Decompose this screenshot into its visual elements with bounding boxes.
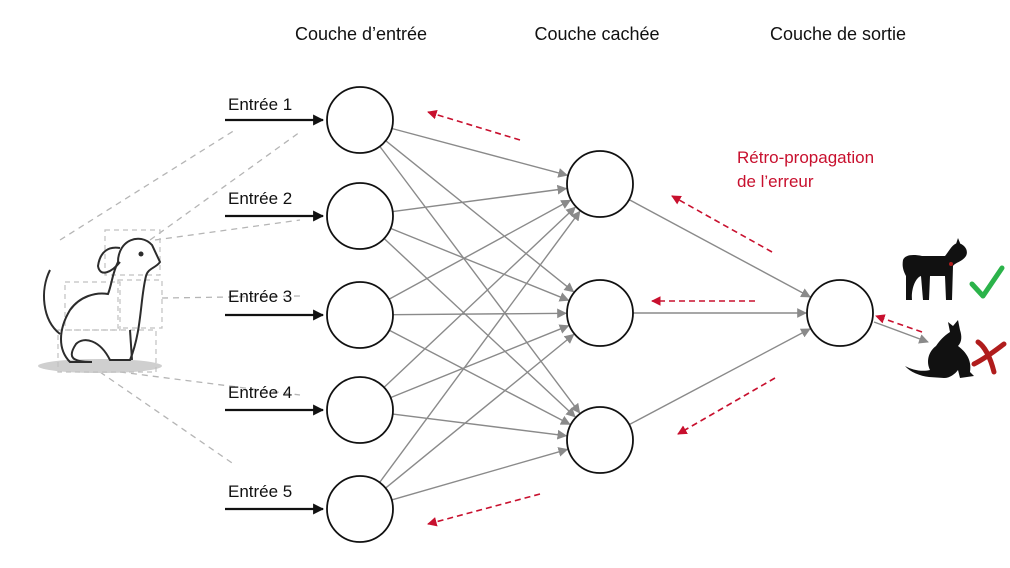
hidden-output-connections [628, 198, 811, 426]
edges-ih-edge-1-1 [391, 127, 569, 178]
input-neuron-3 [326, 281, 394, 349]
backprop-arrows [427, 109, 923, 527]
edges-ih-edge-3-3 [388, 329, 571, 425]
input-row-5: Entrée 5 [225, 482, 325, 515]
edges-ih-edge-1-3 [379, 145, 581, 414]
output-result-arrow [873, 321, 929, 344]
output-neuron [806, 279, 874, 347]
input-hidden-connections [379, 127, 581, 501]
backprop-label-line2: de l’erreur [737, 172, 814, 191]
backprop-arrow-2 [671, 195, 773, 253]
hidden-neuron-1 [566, 150, 634, 218]
input-label-2: Entrée 2 [228, 189, 292, 208]
edges-ih-edge-3-1 [388, 199, 572, 300]
backprop-arrow-6 [875, 314, 923, 333]
input-row-4: Entrée 4 [225, 383, 325, 416]
edges-ho-edge-3-1 [628, 328, 811, 426]
edges-ih-edge-5-2 [385, 333, 575, 489]
input-layer [326, 86, 394, 543]
hidden-layer [566, 150, 634, 474]
edges-ih-edge-2-3 [383, 237, 576, 418]
backprop-arrow-1 [427, 109, 521, 141]
feature-guides [59, 129, 301, 466]
edges-ih-edge-3-2 [392, 308, 567, 319]
input-neuron-1 [326, 86, 394, 154]
edges-ih-edge-2-1 [392, 184, 568, 213]
hidden-neuron-3 [566, 406, 634, 474]
output-layer-title: Couche de sortie [770, 24, 906, 44]
backprop-arrow-4 [677, 377, 776, 435]
input-label-1: Entrée 1 [228, 95, 292, 114]
edges-ih-edge-5-3 [391, 447, 569, 501]
edges-ho-edge-1-1 [628, 198, 811, 298]
input-row-2: Entrée 2 [225, 189, 325, 222]
edges-ih-edge-4-2 [390, 324, 570, 399]
dog-silhouette-icon [902, 238, 967, 300]
edges-ih-edge-4-1 [383, 206, 576, 388]
edges-ih-edge-1-2 [385, 140, 575, 293]
edges-ih-edge-2-2 [390, 227, 570, 302]
backprop-arrow-5 [427, 493, 541, 527]
cross-mark-icon [971, 339, 1007, 375]
edges-ih-edge-5-1 [379, 210, 581, 483]
check-mark-icon [969, 265, 1005, 299]
hidden-layer-title: Couche cachée [534, 24, 659, 44]
input-label-5: Entrée 5 [228, 482, 292, 501]
edges-ih-edge-4-3 [392, 413, 568, 440]
backprop-label-line1: Rétro-propagation [737, 148, 874, 167]
cat-silhouette-icon [905, 320, 974, 378]
dog-sketch-icon [38, 229, 163, 373]
output-layer [806, 279, 874, 347]
input-row-1: Entrée 1 [225, 95, 325, 126]
hidden-neuron-2 [566, 279, 634, 347]
input-neuron-4 [326, 376, 394, 444]
input-neuron-2 [326, 182, 394, 250]
input-label-4: Entrée 4 [228, 383, 292, 402]
input-label-3: Entrée 3 [228, 287, 292, 306]
input-neuron-5 [326, 475, 394, 543]
input-layer-title: Couche d’entrée [295, 24, 427, 44]
input-row-3: Entrée 3 [225, 287, 325, 321]
